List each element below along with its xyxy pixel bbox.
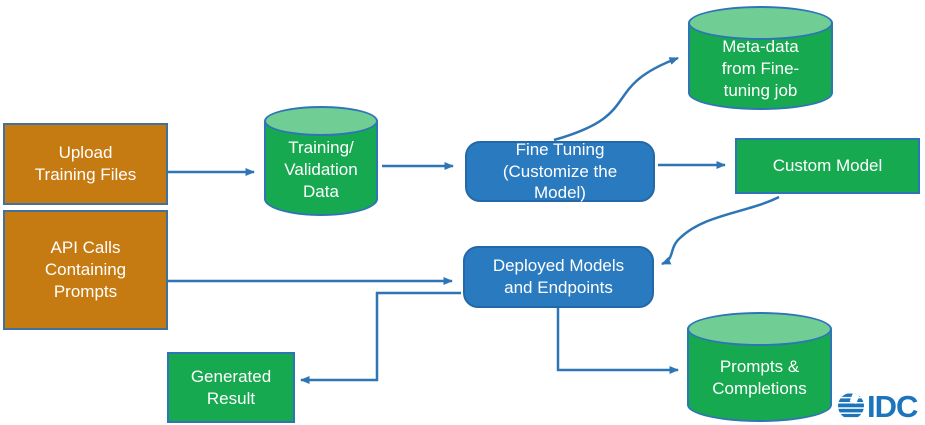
cylinder-top [688, 6, 833, 40]
node-prompts-and-completions: Prompts & Completions [687, 312, 832, 422]
cylinder-label: Training/ Validation Data [284, 138, 358, 201]
node-deployed-models-and-endpoints: Deployed Models and Endpoints [463, 246, 654, 308]
edge-finetuning-to-metadata [553, 56, 679, 142]
node-api-calls-containing-prompts: API Calls Containing Prompts [3, 210, 168, 330]
node-generated-result: Generated Result [167, 352, 295, 423]
cylinder-label: Prompts & Completions [712, 357, 807, 398]
edge-deployed-to-generatedresult [300, 291, 461, 384]
edge-deployed-to-promptscompletions [556, 308, 679, 374]
node-metadata-from-fine-tuning-job: Meta-data from Fine- tuning job [688, 6, 833, 110]
idc-globe-icon [838, 393, 864, 418]
cylinder-top [687, 312, 832, 346]
idc-logo-text: IDC [867, 389, 918, 424]
node-custom-model: Custom Model [735, 138, 920, 194]
node-fine-tuning: Fine Tuning (Customize the Model) [465, 140, 655, 202]
node-training-validation-data: Training/ Validation Data [264, 106, 378, 216]
node-upload-training-files: Upload Training Files [3, 123, 168, 205]
idc-logo: IDC [838, 389, 919, 424]
edge-custommodel-to-deployed [661, 195, 780, 266]
cylinder-label: Meta-data from Fine- tuning job [721, 37, 800, 100]
cylinder-body [264, 121, 378, 216]
cylinder-top [264, 106, 378, 136]
